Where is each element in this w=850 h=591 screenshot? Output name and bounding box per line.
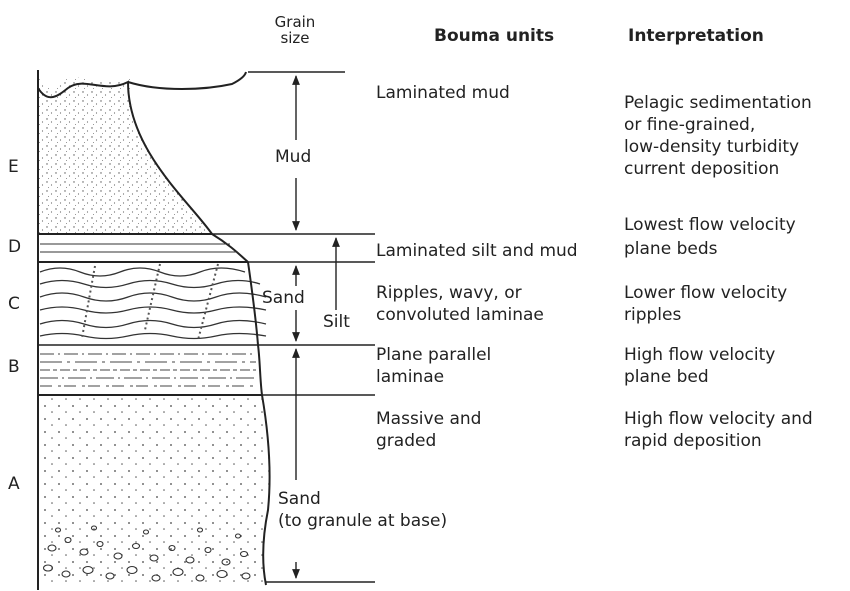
unit-c-climb-1	[82, 266, 95, 338]
bouma-b-line1: Plane parallel	[376, 346, 491, 365]
interp-b-line1: High flow velocity	[624, 346, 775, 365]
unit-c-ripple-5	[40, 321, 266, 328]
unit-b-right-edge	[258, 345, 262, 395]
bouma-b-line2: laminae	[376, 368, 444, 387]
bouma-e-line1: Laminated mud	[376, 84, 510, 103]
bouma-a-line1: Massive and	[376, 410, 481, 429]
grain-size-silt: Silt	[323, 313, 350, 332]
grain-size-mud: Mud	[275, 148, 311, 167]
bouma-a-line2: graded	[376, 432, 436, 451]
bouma-d-line1: Laminated silt and mud	[376, 242, 578, 261]
bouma-c-line2: convoluted laminae	[376, 306, 544, 325]
unit-letter-b: B	[8, 358, 20, 377]
unit-c-ripple-2	[40, 281, 260, 288]
unit-letter-e: E	[8, 158, 19, 177]
interp-c-line1: Lower flow velocity	[624, 284, 787, 303]
grain-size-header-line1: Grain	[270, 14, 320, 30]
grain-size-sand-lower-line2: (to granule at base)	[278, 512, 447, 531]
interp-b-line2: plane bed	[624, 368, 709, 387]
grain-size-sand-lower-line1: Sand	[278, 490, 321, 509]
interp-a-line1: High flow velocity and	[624, 410, 813, 429]
unit-c-ripple-4	[40, 307, 266, 313]
interp-d-line1: Lowest flow velocity	[624, 216, 796, 235]
bouma-units-header: Bouma units	[434, 27, 554, 46]
interp-e-line4: current deposition	[624, 160, 779, 179]
interp-e-line3: low-density turbidity	[624, 138, 799, 157]
unit-letter-c: C	[8, 295, 20, 314]
unit-letter-a: A	[8, 475, 20, 494]
interp-e-line1: Pelagic sedimentation	[624, 94, 812, 113]
unit-c-climb-3	[198, 264, 218, 340]
interpretation-header: Interpretation	[628, 27, 764, 46]
grain-size-header-line2: size	[270, 30, 320, 46]
interp-d-line2: plane beds	[624, 240, 717, 259]
unit-e-shape	[38, 75, 212, 234]
unit-c-ripple-6	[40, 334, 266, 339]
unit-d-right-edge	[212, 234, 248, 262]
unit-a-fill	[40, 396, 270, 585]
interp-e-line2: or fine-grained,	[624, 116, 755, 135]
interp-c-line2: ripples	[624, 306, 681, 325]
unit-c-right-edge	[248, 262, 258, 345]
interp-a-line2: rapid deposition	[624, 432, 762, 451]
unit-e-cap	[128, 72, 246, 89]
bouma-c-line1: Ripples, wavy, or	[376, 284, 522, 303]
unit-letter-d: D	[8, 238, 21, 257]
grain-size-sand-upper: Sand	[262, 289, 305, 308]
